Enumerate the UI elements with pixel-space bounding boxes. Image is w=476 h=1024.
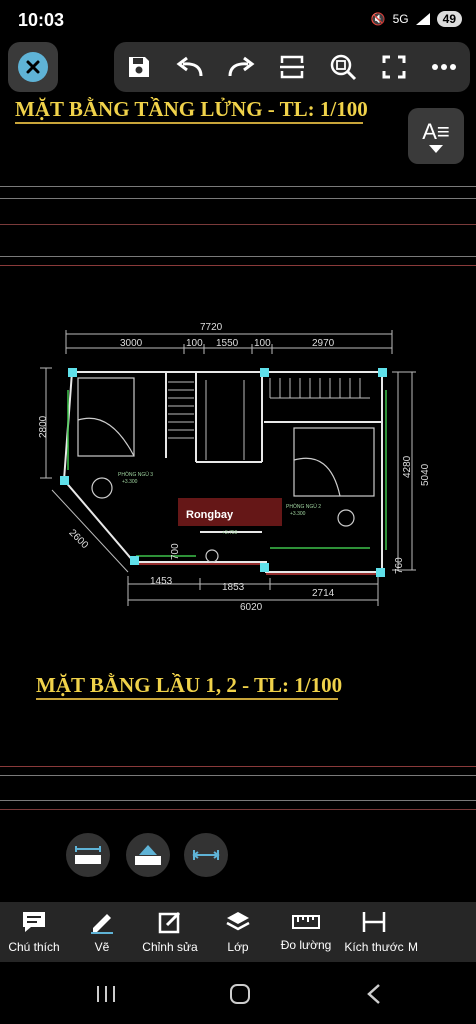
room-area-wc: +3.750: [222, 530, 238, 536]
dim-seg3: 1550: [216, 338, 239, 349]
battery-indicator: 49: [436, 11, 462, 27]
comment-icon: [23, 912, 45, 932]
cad-line: [0, 256, 476, 257]
text-style-button[interactable]: A≡: [408, 108, 464, 164]
measure-distance-button[interactable]: [66, 833, 110, 877]
dim-b2: 1853: [222, 582, 245, 593]
ruler-area-icon: [135, 845, 161, 865]
room-label-3: PHÒNG NGỦ 3: [118, 471, 153, 478]
cad-line: [0, 186, 476, 187]
more-icon: [408, 910, 432, 934]
fit-width-icon: [279, 55, 304, 79]
status-bar: 10:03 🔇 5G 49: [0, 0, 476, 40]
dim-diag: 2600: [67, 528, 91, 552]
recent-apps-icon: [97, 986, 115, 1002]
dim-overall: 7720: [200, 322, 223, 333]
redo-icon: [228, 56, 255, 77]
ruler-icon: [292, 915, 320, 929]
status-icons: 🔇 5G 49: [371, 11, 462, 27]
chevron-down-icon: [429, 145, 443, 153]
tool-draw[interactable]: Vẽ: [68, 902, 136, 962]
cad-line: [0, 198, 476, 199]
dim-small2: 760: [394, 557, 405, 574]
text-style-label: A≡: [422, 119, 450, 144]
cad-line: [0, 809, 476, 810]
tool-edit-label: Chỉnh sửa: [142, 940, 198, 954]
dim-bottom-total: 6020: [240, 602, 263, 613]
tool-more-label: M: [408, 940, 418, 954]
zoom-button[interactable]: [323, 47, 363, 87]
undo-icon: [176, 56, 203, 77]
mute-icon: 🔇: [370, 12, 386, 26]
cad-line: [0, 775, 476, 776]
tool-measure[interactable]: Đo lường: [272, 902, 340, 962]
status-time: 10:03: [18, 10, 65, 30]
tool-dimension[interactable]: Kích thước: [340, 902, 408, 962]
dimension-icon: [362, 912, 386, 932]
redo-button[interactable]: [221, 47, 261, 87]
dim-seg5: 2970: [312, 338, 335, 349]
dim-b1: 1453: [150, 576, 173, 587]
back-button[interactable]: [354, 978, 394, 1010]
top-toolbar: [114, 42, 470, 92]
dim-right-inner: 4280: [402, 455, 413, 478]
fullscreen-icon: [382, 55, 406, 79]
recent-apps-button[interactable]: [86, 978, 126, 1010]
dim-seg1: 3000: [120, 338, 143, 349]
tool-dimension-label: Kích thước: [344, 940, 404, 954]
watermark-text: Rongbay: [186, 509, 234, 521]
cad-line: [0, 265, 476, 266]
cad-line: [0, 766, 476, 767]
room-area-3: +3.300: [122, 479, 138, 485]
save-button[interactable]: [119, 47, 159, 87]
room-label-2: PHÒNG NGỦ 2: [286, 503, 321, 510]
undo-button[interactable]: [170, 47, 210, 87]
measure-line-button[interactable]: [184, 833, 228, 877]
title-underline: [36, 698, 338, 700]
ruler-distance-icon: [75, 846, 101, 864]
more-options-button[interactable]: [424, 47, 464, 87]
dim-b3: 2714: [312, 588, 335, 599]
tool-comment[interactable]: Chú thích: [0, 902, 68, 962]
back-icon: [367, 984, 380, 1004]
cad-line: [0, 224, 476, 225]
layers-icon: [226, 912, 250, 931]
drawing-title-bottom: MẶT BẰNG LẦU 1, 2 - TL: 1/100: [36, 673, 343, 697]
home-button[interactable]: [220, 978, 260, 1010]
room-area-2: +3.300: [290, 511, 306, 517]
tool-draw-label: Vẽ: [94, 940, 110, 954]
network-label: 5G: [392, 12, 409, 26]
dim-right-outer: 5040: [420, 463, 431, 486]
measure-area-button[interactable]: [126, 833, 170, 877]
drawing-title-top: MẶT BẰNG TẦNG LỬNG - TL: 1/100: [15, 97, 368, 121]
close-button[interactable]: [8, 42, 58, 92]
pen-icon: [91, 914, 113, 934]
tool-edit[interactable]: Chỉnh sửa: [136, 902, 204, 962]
fullscreen-button[interactable]: [374, 47, 414, 87]
cad-line: [0, 800, 476, 801]
home-icon: [230, 984, 250, 1004]
edit-icon: [158, 911, 181, 934]
system-nav-bar: [0, 962, 476, 1024]
tool-measure-label: Đo lường: [280, 938, 332, 952]
dim-seg2: 100: [186, 338, 203, 349]
floor-plan-drawing: Rongbay 7720 3000 100 1550 100 2970 1453…: [38, 322, 431, 613]
zoom-icon: [330, 54, 356, 81]
title-underline: [15, 122, 363, 124]
ruler-line-icon: [192, 850, 220, 860]
more-icon: [432, 64, 457, 70]
tool-layers[interactable]: Lớp: [204, 902, 272, 962]
dim-seg4: 100: [254, 338, 271, 349]
save-icon: [129, 57, 150, 77]
tool-comment-label: Chú thích: [8, 940, 60, 954]
dim-small1: 700: [170, 543, 181, 560]
close-icon: [18, 52, 48, 82]
signal-icon: [415, 13, 430, 25]
tool-layers-label: Lớp: [227, 940, 249, 954]
tool-more[interactable]: M: [408, 902, 432, 962]
fit-width-button[interactable]: [272, 47, 312, 87]
dim-left-side: 2800: [38, 415, 49, 438]
bottom-toolbar: Chú thích Vẽ Chỉnh sửa Lớp Đo lường Kích…: [0, 902, 476, 962]
